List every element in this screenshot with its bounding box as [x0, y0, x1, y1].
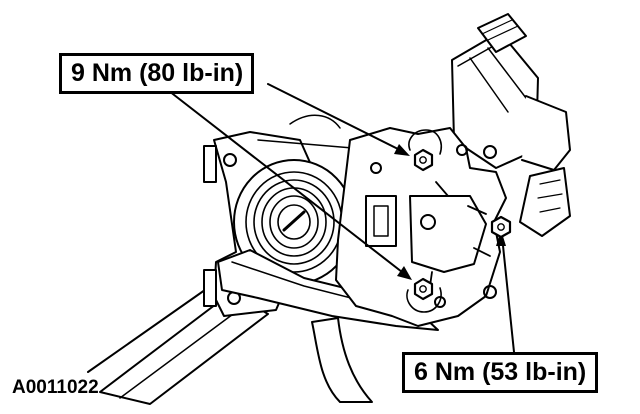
lower-bolt: [413, 277, 434, 301]
torque-callout-upper: 9 Nm (80 lb-in): [59, 53, 255, 94]
spring-drum: [233, 159, 355, 285]
leader-lines: [159, 83, 515, 353]
motor-housing: [451, 13, 571, 237]
side-bolt: [490, 215, 512, 239]
pedal-arm: [87, 277, 373, 405]
figure-id: A0011022: [12, 377, 99, 398]
upper-bolt: [413, 148, 434, 172]
gear-plate: [335, 127, 507, 327]
torque-callout-lower: 6 Nm (53 lb-in): [402, 352, 599, 393]
